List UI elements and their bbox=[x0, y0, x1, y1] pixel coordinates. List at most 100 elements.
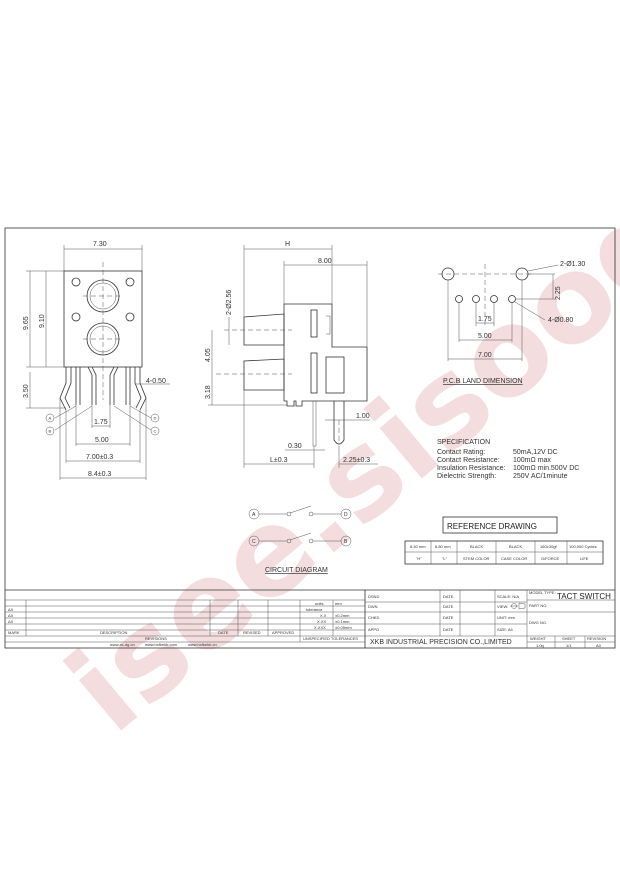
ref-header-l: "L" bbox=[442, 556, 448, 561]
tol-value: ±0.1mm bbox=[335, 619, 350, 624]
col-approved: APPROVED bbox=[272, 630, 294, 635]
model-type: TACT SWITCH bbox=[557, 592, 611, 601]
date-label: DATE bbox=[443, 627, 454, 632]
sign-row-dsnd: DSND bbox=[368, 594, 379, 599]
circuit-diagram: A D C B CIRCUIT DIAGRAM bbox=[248, 505, 352, 574]
unspecified-tolerances: UNSPECIFIED TOLERANCES bbox=[303, 636, 358, 641]
company-name: XKB INDUSTRIAL PRECISION CO.,LIMITED bbox=[370, 639, 512, 646]
website: www.hxfkekb.com bbox=[145, 642, 178, 647]
dim-pin-offset: 2.25±0.3 bbox=[343, 457, 370, 464]
circuit-node-c: C bbox=[252, 539, 256, 545]
reference-drawing: REFERENCE DRAWING 8.40 mm 8.80 mm BLACK … bbox=[404, 516, 604, 565]
spec-value: 250V AC/1minute bbox=[513, 473, 568, 480]
dim-width: 7.30 bbox=[93, 241, 107, 248]
revisions-label: REVISIONS bbox=[145, 636, 167, 641]
website: www.xk-dg.cn bbox=[110, 642, 135, 647]
spec-value: 100mΩ min.500V DC bbox=[513, 465, 579, 472]
tol-label: X.XXX bbox=[314, 625, 326, 630]
view: VIEW: bbox=[497, 604, 508, 609]
weight-label: WEIGHT bbox=[530, 636, 547, 641]
units-label: units bbox=[315, 601, 323, 606]
unit: UNIT: mm bbox=[497, 615, 515, 620]
ref-value-case: BLACK bbox=[509, 544, 522, 549]
date-label: DATE bbox=[443, 594, 454, 599]
dim-stem-dia: 2-Ø2.56 bbox=[226, 290, 233, 315]
dim-stem-offset: 3.18 bbox=[205, 385, 212, 399]
pin-label-a: A bbox=[49, 416, 52, 421]
spec-label: Contact Resistance: bbox=[437, 457, 500, 464]
dim-pin-thick: 1.00 bbox=[356, 413, 370, 420]
sheet: 1/1 bbox=[566, 643, 572, 648]
pcb-land-dimension: 2-Ø1.30 2.25 4-Ø0.80 1.75 5.00 7.00 P.C.… bbox=[438, 261, 585, 385]
ref-header-life: LIFE bbox=[580, 556, 589, 561]
revision-mark: ΔX bbox=[8, 607, 14, 612]
pcb-big-holes: 2-Ø1.30 bbox=[560, 261, 585, 268]
ref-header-case: CASE COLOR bbox=[501, 556, 527, 561]
ref-value-force: 160±30gf bbox=[540, 544, 558, 549]
col-revised: REVISED bbox=[243, 630, 261, 635]
units-value: mm bbox=[335, 601, 342, 606]
pin-label-c: C bbox=[154, 429, 157, 434]
dim-l: L±0.3 bbox=[270, 457, 288, 464]
sign-row-chkd: CHKD bbox=[368, 615, 379, 620]
col-mark: MARK bbox=[8, 630, 20, 635]
ref-value-l: 8.80 mm bbox=[435, 544, 451, 549]
dim-span: 7.00±0.3 bbox=[86, 454, 113, 461]
side-view: H 8.00 2-Ø2.56 4.05 3.18 1.00 0.30 L±0.3… bbox=[205, 241, 378, 468]
ref-value-h: 8.40 mm bbox=[410, 544, 426, 549]
ref-header-force: O/FORCE bbox=[541, 556, 560, 561]
dim-pitch-inner: 1.75 bbox=[94, 419, 108, 426]
dim-pitch: 5.00 bbox=[95, 437, 109, 444]
circuit-node-a: A bbox=[252, 512, 256, 518]
sheet-label: SHEET bbox=[562, 636, 576, 641]
dim-stem-pitch: 4.05 bbox=[205, 348, 212, 362]
ref-value-stem: BLACK bbox=[470, 544, 483, 549]
tol-label: X.XX bbox=[317, 619, 326, 624]
tol-value: ±0.2mm bbox=[335, 613, 350, 618]
dim-pin-width: 4-0.50 bbox=[146, 378, 166, 385]
pcb-dim-inner: 1.75 bbox=[478, 316, 492, 323]
pcb-small-holes: 4-Ø0.80 bbox=[548, 317, 573, 324]
revision-label: REVISION bbox=[587, 636, 606, 641]
circuit-title: CIRCUIT DIAGRAM bbox=[265, 567, 328, 574]
dim-h: H bbox=[285, 241, 290, 248]
sign-row-dwn: DWN bbox=[368, 604, 378, 609]
drawing-frame bbox=[4, 227, 616, 649]
tol-value: ±0.05mm bbox=[335, 625, 352, 630]
pcb-dim-row: 2.25 bbox=[555, 286, 562, 300]
sign-row-appo: APPO bbox=[368, 627, 379, 632]
date-label: DATE bbox=[443, 615, 454, 620]
revision-mark: ΔX bbox=[8, 619, 14, 624]
ref-value-life: 100,000 Cycles bbox=[569, 544, 597, 549]
dwg-no-label: DWG NO. bbox=[529, 620, 547, 625]
spec-value: 50mA,12V DC bbox=[513, 449, 558, 456]
spec-value: 100mΩ max bbox=[513, 457, 551, 464]
dim-body: 8.00 bbox=[318, 258, 332, 265]
pcb-dim-span: 7.00 bbox=[478, 352, 492, 359]
dim-height-body: 9.10 bbox=[39, 314, 46, 328]
dim-pin-width-side: 0.30 bbox=[288, 443, 302, 450]
reference-title: REFERENCE DRAWING bbox=[447, 522, 537, 531]
tol-label: X.X bbox=[320, 613, 327, 618]
date-label: DATE bbox=[443, 604, 454, 609]
pin-label-b: B bbox=[49, 429, 52, 434]
size: SIZE: A4 bbox=[497, 627, 514, 632]
weight: 1.0g bbox=[536, 643, 544, 648]
model-type-label: MODEL TYPE: bbox=[529, 590, 556, 595]
scale: SCALE: N/A bbox=[497, 594, 519, 599]
ref-header-h: "H" bbox=[416, 556, 422, 561]
title-block: ΔX ΔX ΔX MARK DESCRIPTION DATE REVISED A… bbox=[5, 589, 615, 648]
spec-label: Contact Rating: bbox=[437, 449, 485, 456]
dim-height-total: 9.65 bbox=[23, 316, 30, 330]
dim-pin-length: 3.50 bbox=[23, 384, 30, 398]
spec-label: Insulation Resistance: bbox=[437, 465, 506, 472]
revision: A0 bbox=[596, 643, 602, 648]
revision-mark: ΔX bbox=[8, 613, 14, 618]
spec-title: SPECIFICATION bbox=[437, 439, 490, 446]
col-description: DESCRIPTION bbox=[100, 630, 127, 635]
circuit-node-b: B bbox=[344, 539, 348, 545]
ref-header-stem: STEM COLOR bbox=[463, 556, 490, 561]
specification: SPECIFICATION Contact Rating: 50mA,12V D… bbox=[437, 439, 579, 480]
part-no-label: PART NO. bbox=[529, 603, 547, 608]
